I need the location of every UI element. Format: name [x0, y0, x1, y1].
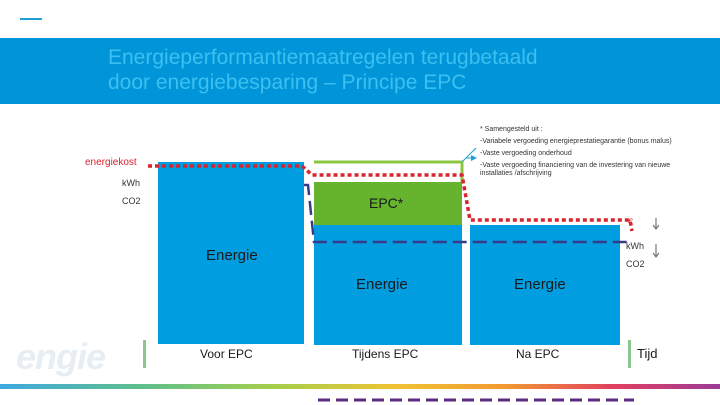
title-line-1: Energieperformantiemaatregelen terugbeta… [108, 46, 538, 69]
epc-block-label: EPC* [369, 195, 404, 211]
note-block: * Samengesteld uit : -Variabele vergoedi… [480, 126, 672, 178]
note-connector-2 [465, 147, 477, 159]
engie-logo: engie [16, 336, 106, 377]
arrow-down-icon [652, 218, 660, 230]
title-band [0, 38, 720, 104]
cost-line [148, 164, 634, 232]
label-kwh-right: kWh [626, 241, 644, 251]
label-kwh-left: kWh [122, 178, 140, 188]
bar-na-label: Energie [514, 276, 566, 293]
x-label-na: Na EPC [516, 347, 560, 361]
bar-voor-epc [158, 162, 304, 344]
x-label-voor: Voor EPC [200, 347, 253, 361]
title-line-2: door energiebesparing – Principe EPC [108, 71, 467, 94]
arrow-down-icon [652, 244, 660, 258]
note-item-1: -Variabele vergoeding energieprestatiega… [480, 138, 672, 145]
note-item-3a: -Vaste vergoeding financiering van de in… [480, 162, 671, 169]
x-label-tijd: Tijd [637, 346, 658, 361]
bar-tijdens-label: Energie [356, 276, 408, 293]
reference-line [314, 160, 464, 182]
bar-na-epc [470, 225, 620, 345]
legend-marker-left [143, 340, 146, 368]
page-title: Energieperformantiemaatregelen terugbeta… [108, 45, 708, 95]
legend-marker-right [628, 340, 631, 368]
bar-tijdens-epc [314, 225, 462, 345]
epc-block [314, 182, 462, 225]
timeline-gradient [0, 384, 720, 389]
bar-voor-label: Energie [206, 247, 258, 264]
accent-line [20, 18, 42, 20]
note-item-2: -Vaste vergoeding onderhoud [480, 150, 572, 157]
note-heading: * Samengesteld uit : [480, 126, 543, 133]
x-label-tijdens: Tijdens EPC [352, 347, 419, 361]
note-item-3b: installaties /afschrijving [480, 170, 552, 177]
label-co2-right: CO2 [626, 259, 645, 269]
label-energiekost: energiekost [85, 157, 137, 168]
label-co2-left: CO2 [122, 196, 141, 206]
savings-line [304, 183, 630, 244]
note-connector [461, 155, 477, 163]
